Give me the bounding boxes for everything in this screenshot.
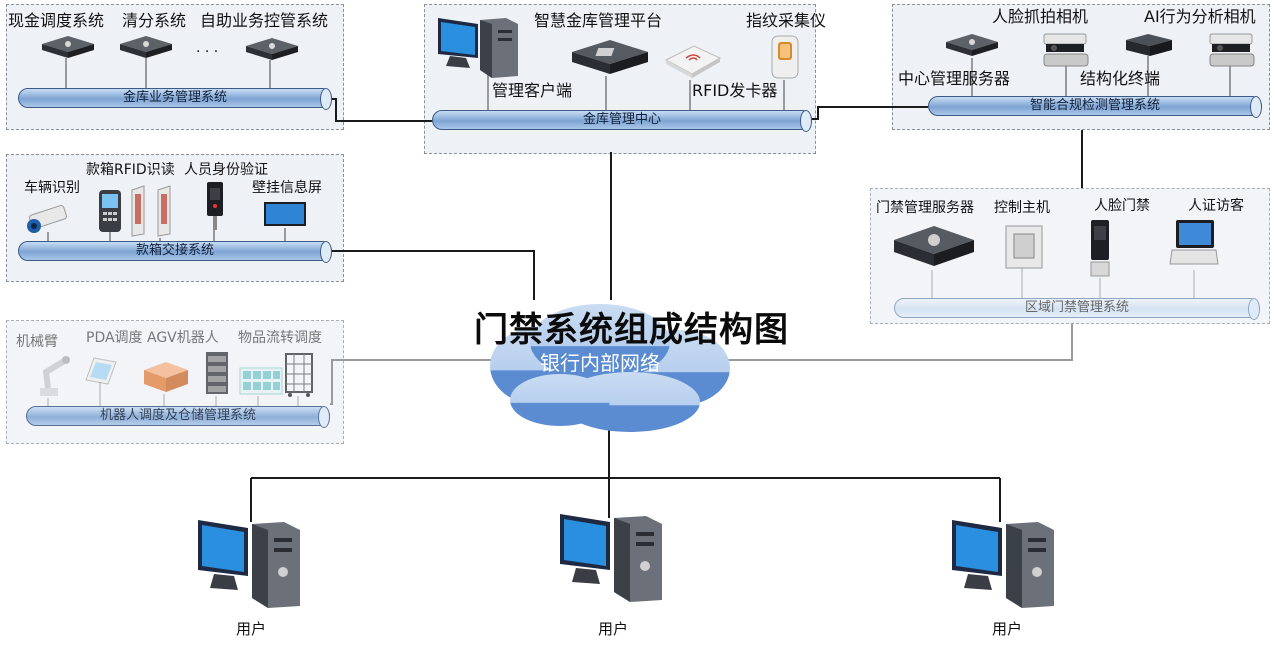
user-label: 用户 — [992, 620, 1023, 638]
visitor-kiosk-icon — [1169, 220, 1219, 265]
label-center-server: 中心管理服务器 — [898, 69, 1011, 88]
handheld-reader-icon — [99, 190, 121, 232]
label-client: 管理客户端 — [492, 81, 573, 100]
label-logistics: 物品流转调度 — [238, 330, 322, 346]
rfid-card-reader-icon — [664, 45, 722, 78]
label-wall-screen: 壁挂信息屏 — [252, 180, 322, 196]
label-rfid-issuer: RFID发卡器 — [692, 81, 778, 100]
rfid-gate-icon — [131, 185, 171, 237]
label-access-server: 门禁管理服务器 — [876, 200, 974, 216]
label-self-service: 自助业务控管系统 — [200, 11, 329, 30]
network-label: 银行内部网络 — [540, 351, 660, 375]
label-ai-camera: AI行为分析相机 — [1144, 7, 1256, 26]
label-smart-vault-platform: 智慧金库管理平台 — [534, 11, 663, 30]
vehicle-camera-icon — [27, 205, 68, 233]
label-structured-terminal: 结构化终端 — [1080, 69, 1161, 88]
server-icon — [120, 36, 172, 58]
bus-vault-business: 金库业务管理系统 — [18, 88, 332, 110]
cloud-icon — [490, 304, 730, 432]
label-face-gate: 人脸门禁 — [1094, 198, 1150, 214]
computer-icon — [438, 18, 518, 78]
diagram-title: 门禁系统组成结构图 — [474, 310, 789, 350]
server-icon — [946, 34, 998, 56]
platform-server-icon — [572, 40, 648, 74]
label-pda-agv: PDA调度 AGV机器人 — [86, 330, 219, 346]
bus-robot: 机器人调度及仓储管理系统 — [26, 406, 330, 428]
label-rfid-reading: 款箱RFID识读 — [86, 162, 175, 178]
server-icon — [42, 36, 94, 58]
user-label: 用户 — [598, 620, 629, 638]
pda-tablet-icon — [85, 357, 117, 385]
agv-robot-icon — [144, 362, 188, 392]
shelf-icon — [239, 367, 283, 395]
label-sorting: 清分系统 — [122, 11, 187, 30]
label-cash-dispatch: 现金调度系统 — [8, 11, 105, 30]
terminal-box-icon — [1126, 34, 1172, 56]
wall-screen-icon — [264, 202, 306, 226]
label-identity-verify: 人员身份验证 — [184, 162, 268, 178]
server-icon — [246, 38, 298, 60]
user-computer-icon — [952, 520, 1054, 608]
trolley-cage-icon — [285, 353, 313, 397]
control-host-icon — [1005, 225, 1043, 269]
label-visitor: 人证访客 — [1188, 198, 1244, 214]
ai-camera-icon — [1209, 33, 1255, 67]
access-server-icon — [894, 226, 974, 266]
face-gate-icon — [1090, 220, 1110, 277]
bus-compliance: 智能合规检测管理系统 — [928, 96, 1262, 118]
bus-access-area: 区域门禁管理系统 — [894, 298, 1260, 320]
label-fingerprint: 指纹采集仪 — [746, 11, 827, 30]
robot-arm-icon — [40, 356, 70, 396]
label-vehicle-recognition: 车辆识别 — [24, 180, 80, 196]
user-label: 用户 — [236, 620, 267, 638]
label-face-camera: 人脸抓拍相机 — [992, 7, 1089, 26]
bus-cashbox: 款箱交接系统 — [18, 241, 332, 263]
vault-business-panel — [6, 4, 344, 130]
ellipsis-text: · · · — [196, 44, 219, 60]
user-computer-icon — [198, 520, 300, 608]
fingerprint-scanner-icon — [771, 35, 799, 79]
bus-vault-center: 金库管理中心 — [432, 110, 812, 132]
storage-rack-icon — [206, 352, 228, 394]
face-camera-icon — [1043, 33, 1089, 67]
label-robot-arm: 机械臂 — [16, 334, 58, 350]
id-terminal-icon — [207, 182, 223, 230]
label-control-host: 控制主机 — [994, 200, 1050, 216]
user-computer-icon — [560, 514, 662, 602]
